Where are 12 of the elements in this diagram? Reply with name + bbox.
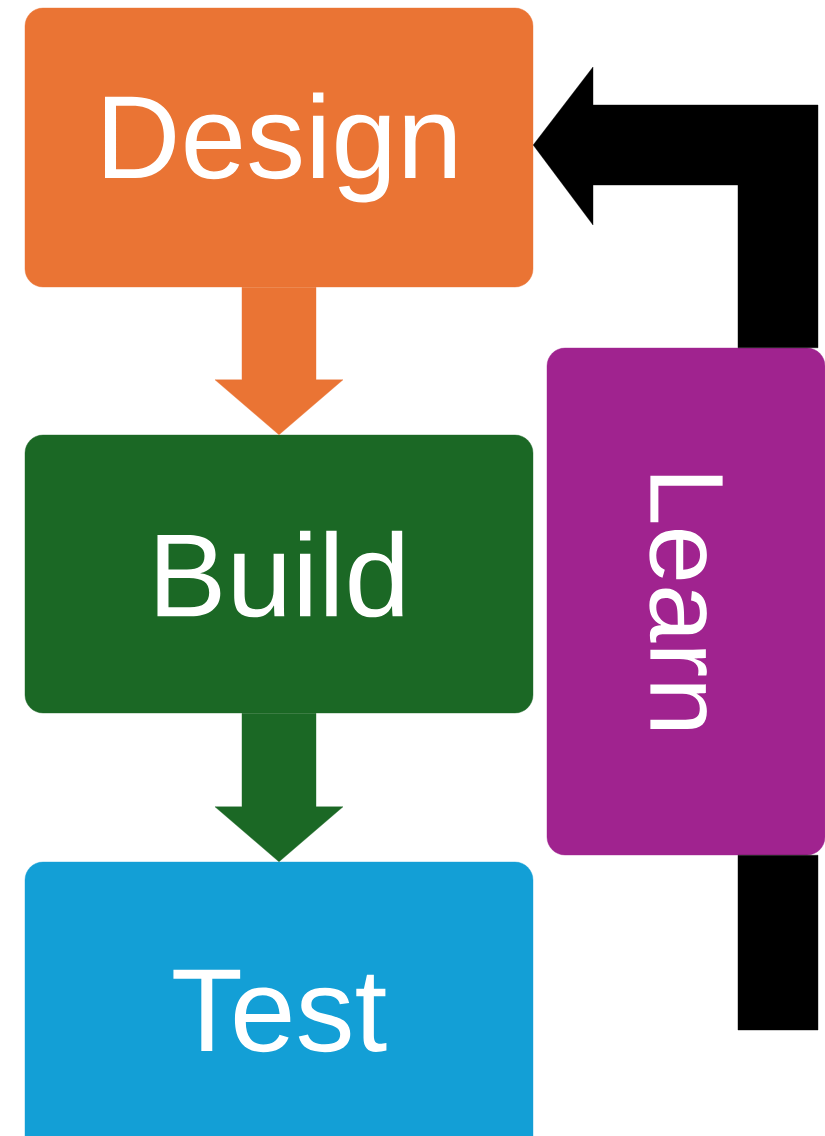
box-label: Test: [173, 969, 387, 1053]
arrow: [214, 287, 344, 435]
arrow: [533, 66, 819, 348]
process-box: [24, 7, 534, 288]
process-box: [24, 861, 534, 1136]
box-label: Design: [105, 92, 455, 203]
box-label: Build: [157, 530, 403, 618]
arrow: [737, 855, 819, 1031]
box-label: Learn: [649, 475, 723, 729]
arrow: [214, 713, 344, 862]
process-box: [24, 434, 534, 714]
process-box: [546, 347, 825, 856]
